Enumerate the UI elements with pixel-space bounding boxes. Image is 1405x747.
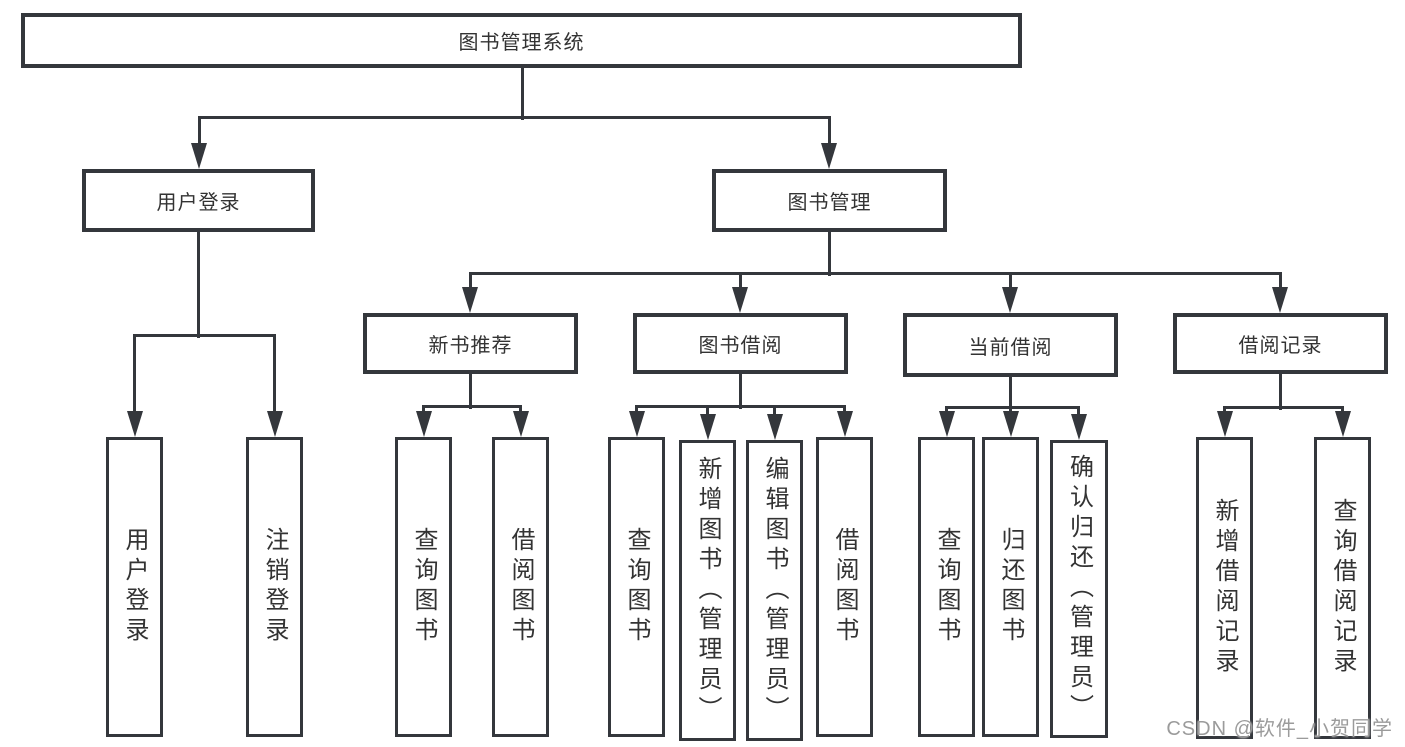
arrow-head-icon	[1216, 411, 1233, 437]
leaf-records-add-borrow-record: 新增借阅记录	[1196, 437, 1253, 739]
leaf-label: 查询图书	[410, 527, 437, 647]
node-current-borrowing: 当前借阅	[903, 313, 1118, 377]
connector-horizontal-line	[197, 115, 831, 119]
connector-horizontal-line	[635, 404, 846, 408]
leaf-current-confirm-return-admin: 确认归还（管理员）	[1050, 440, 1108, 738]
leaf-records-query-borrow-record: 查询借阅记录	[1314, 437, 1371, 739]
connector-drop-line	[827, 117, 831, 147]
watermark: CSDN @软件_小贺同学	[1166, 718, 1393, 740]
arrow-head-icon	[1334, 411, 1351, 437]
connector-drop-line	[1008, 273, 1012, 291]
arrow-head-icon	[191, 143, 207, 169]
arrow-head-icon	[462, 287, 478, 313]
arrow-head-icon	[126, 411, 143, 437]
arrow-head-icon	[938, 411, 955, 437]
leaf-label: 确认归还（管理员）	[1065, 454, 1093, 724]
connector-drop-line	[843, 406, 846, 415]
leaf-label: 新增图书（管理员）	[694, 455, 721, 726]
leaf-label: 新增借阅记录	[1211, 498, 1238, 678]
node-label: 当前借阅	[968, 336, 1053, 359]
arrow-head-icon	[699, 414, 716, 440]
leaf-label: 查询借阅记录	[1329, 498, 1356, 678]
leaf-label: 查询图书	[933, 527, 960, 647]
arrow-head-icon	[512, 411, 529, 437]
connector-drop-line	[1077, 407, 1080, 418]
connector-drop-line	[273, 335, 276, 415]
connector-horizontal-line	[468, 271, 1282, 275]
node-label: 用户登录	[156, 192, 241, 214]
connector-vertical-line	[196, 232, 200, 338]
connector-drop-line	[635, 406, 638, 415]
connector-vertical-line	[521, 68, 524, 120]
connector-drop-line	[468, 273, 472, 291]
connector-drop-line	[197, 117, 201, 147]
leaf-label: 查询图书	[623, 527, 650, 647]
connector-vertical-line	[1008, 377, 1012, 410]
arrow-head-icon	[1272, 287, 1288, 313]
arrow-head-icon	[1002, 411, 1019, 437]
connector-horizontal-line	[945, 405, 1080, 409]
connector-vertical-line	[468, 374, 472, 409]
leaf-label: 借阅图书	[831, 527, 858, 647]
connector-drop-line	[422, 406, 425, 415]
node-label: 图书管理	[787, 192, 872, 214]
leaf-label: 用户登录	[121, 527, 148, 647]
node-book-management: 图书管理	[712, 169, 947, 232]
leaf-label: 借阅图书	[507, 527, 534, 647]
node-borrowing-records: 借阅记录	[1173, 313, 1388, 374]
leaf-recommend-query-books: 查询图书	[395, 437, 452, 737]
arrow-head-icon	[1002, 287, 1018, 313]
leaf-label: 归还图书	[997, 527, 1024, 647]
connector-drop-line	[519, 406, 522, 415]
connector-drop-line	[773, 406, 776, 418]
node-label: 借阅记录	[1238, 335, 1323, 357]
connector-drop-line	[1278, 273, 1282, 291]
arrow-head-icon	[732, 287, 748, 313]
leaf-current-return-books: 归还图书	[982, 437, 1039, 737]
leaf-user-login: 用户登录	[106, 437, 163, 737]
node-label: 图书管理系统	[458, 32, 585, 54]
connector-drop-line	[133, 335, 136, 415]
leaf-borrowing-borrow-books: 借阅图书	[816, 437, 873, 737]
connector-vertical-line	[1278, 374, 1282, 410]
node-label: 新书推荐	[428, 335, 513, 357]
connector-drop-line	[706, 406, 709, 418]
arrow-head-icon	[836, 411, 853, 437]
leaf-recommend-borrow-books: 借阅图书	[492, 437, 549, 737]
arrow-head-icon	[628, 411, 645, 437]
node-label: 图书借阅	[698, 335, 783, 357]
connector-vertical-line	[827, 232, 831, 276]
leaf-label: 编辑图书（管理员）	[761, 455, 788, 726]
connector-vertical-line	[738, 374, 742, 409]
node-user-login: 用户登录	[82, 169, 315, 232]
arrow-head-icon	[1070, 414, 1087, 440]
connector-horizontal-line	[422, 404, 522, 408]
leaf-current-query-books: 查询图书	[918, 437, 975, 737]
leaf-borrowing-query-books: 查询图书	[608, 437, 665, 737]
node-library-management-system: 图书管理系统	[21, 13, 1022, 68]
arrow-head-icon	[266, 411, 283, 437]
leaf-borrowing-add-books-admin: 新增图书（管理员）	[679, 440, 736, 741]
arrow-head-icon	[415, 411, 432, 437]
arrow-head-icon	[821, 143, 837, 169]
connector-horizontal-line	[133, 333, 276, 337]
leaf-label: 注销登录	[261, 527, 288, 647]
connector-horizontal-line	[1223, 405, 1344, 409]
leaf-logout-login: 注销登录	[246, 437, 303, 737]
connector-drop-line	[738, 273, 742, 291]
node-book-borrowing: 图书借阅	[633, 313, 848, 374]
arrow-head-icon	[766, 414, 783, 440]
node-new-book-recommendation: 新书推荐	[363, 313, 578, 374]
leaf-borrowing-edit-books-admin: 编辑图书（管理员）	[746, 440, 803, 741]
